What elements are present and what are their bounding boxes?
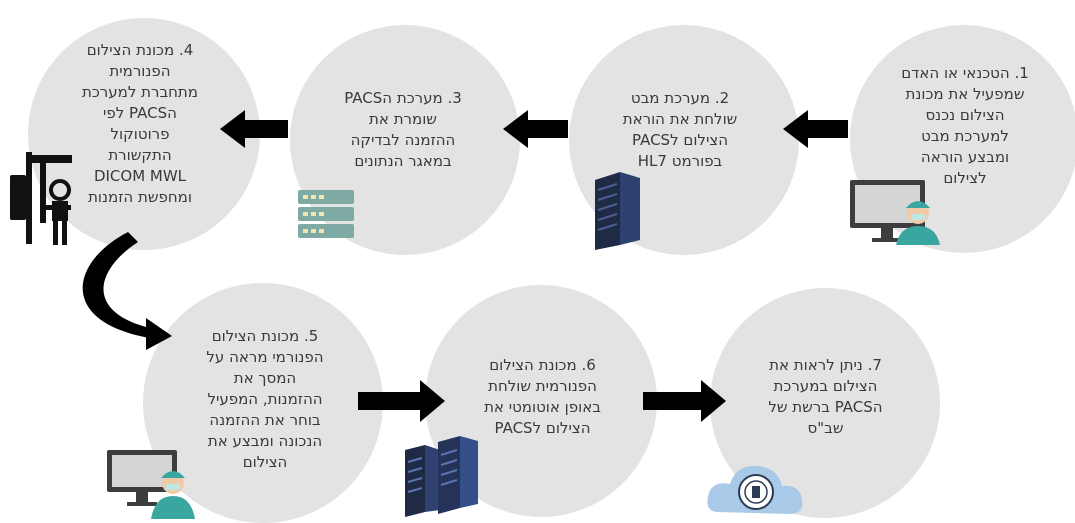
arrow-4-to-5	[82, 232, 172, 350]
arrow-2-to-3	[503, 110, 568, 148]
step-6-text: 6. מכונת הצילום הפנורמית שולחת באופן אוט…	[484, 356, 601, 437]
step-2-text: 2. מערכת מבט שולחת את הוראת הצילום לPACS…	[622, 89, 738, 170]
step-1-text: 1. הטכנאי או האדם שמפעיל את מכונת הצילום…	[901, 64, 1029, 187]
server-cluster-icon	[405, 436, 478, 517]
arrow-3-to-4	[220, 110, 288, 148]
step-3-text: 3. מערכת הPACS שומרת את ההזמנה לבדיקה במ…	[344, 89, 462, 170]
step-5-text: 5. מכונת הצילום הפנורמי מראה על המסך את …	[206, 327, 324, 471]
arrow-6-to-7	[643, 380, 726, 422]
arrow-5-to-6	[358, 380, 445, 422]
technician-at-monitor-icon	[850, 180, 940, 245]
step-7-text: 7. ניתן לראות את הצילום במערכת הPACS ברש…	[768, 356, 883, 437]
server-tower-icon	[595, 172, 640, 250]
server-rack-icon	[298, 190, 354, 238]
step-4-text: 4. מכונת הצילום הפנורמית מתחברת למערכת ה…	[82, 41, 198, 206]
technician-at-monitor-icon-2	[107, 450, 195, 519]
cloud-emblem-icon	[707, 465, 803, 514]
arrow-1-to-2	[783, 110, 848, 148]
panoramic-xray-machine-icon	[10, 152, 72, 245]
